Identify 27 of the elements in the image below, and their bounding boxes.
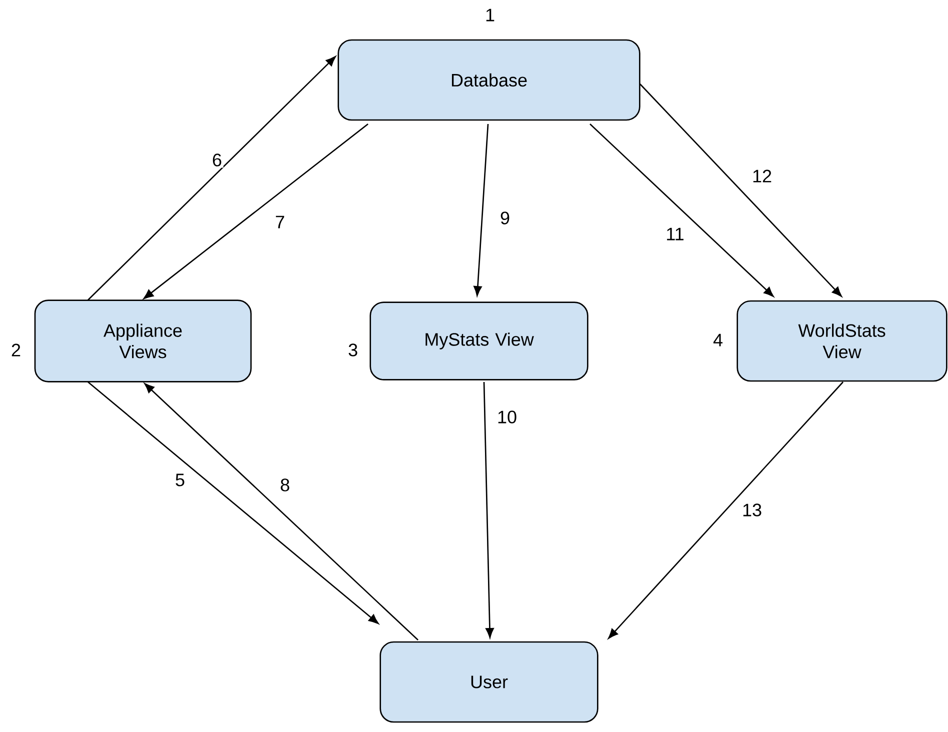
edge-label: 11 [664,226,686,242]
arrow [474,124,489,296]
edge-label: 10 [496,409,518,425]
edge-label: 7 [274,214,286,230]
arrow [608,382,844,639]
edge-label: 13 [740,502,764,518]
arrow [143,123,368,300]
edge-label: 9 [498,210,512,226]
arrow [88,56,336,300]
process-box: User [380,641,598,723]
process-box: MyStats View [370,302,588,380]
edge-label: 12 [750,168,774,184]
arrow [144,383,418,640]
arrow [590,124,774,297]
edge-label: 5 [174,472,186,488]
node-number: 2 [12,344,20,356]
arrow [483,382,494,638]
edge-label: 8 [278,477,292,493]
arrow [640,84,842,297]
process-box: WorldStats View [736,300,948,382]
node-number: 1 [486,8,494,22]
node-number: 4 [713,334,722,346]
edge-label: 6 [210,152,224,168]
node-number: 3 [348,344,358,356]
arrow [88,382,379,624]
process-box: Database [338,39,640,121]
process-box: Appliance Views [34,300,252,382]
